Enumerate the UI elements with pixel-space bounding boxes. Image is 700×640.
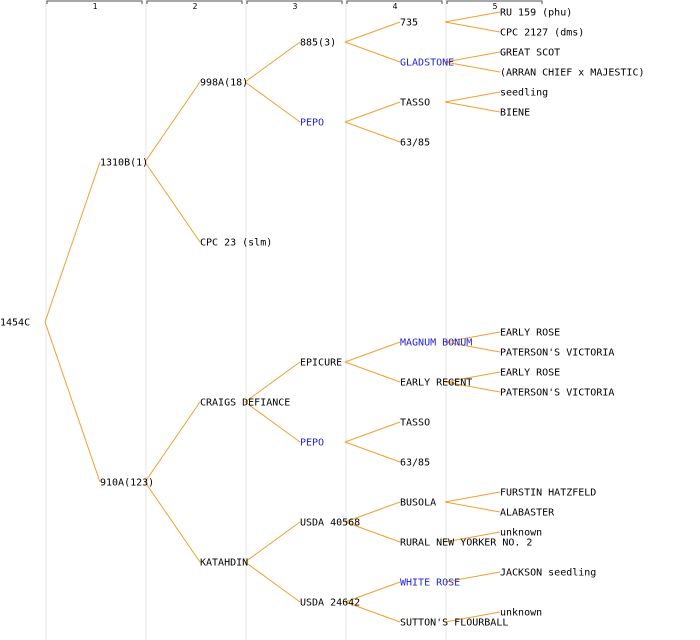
node-n21: BUSOLA bbox=[400, 498, 436, 509]
edge-n15-n30 bbox=[444, 101, 501, 113]
node-n11: USDA 40568 bbox=[300, 518, 360, 529]
node-n1: 1310B(1) bbox=[100, 158, 148, 169]
edge-n12-n24 bbox=[344, 601, 401, 623]
node-n9: EPICURE bbox=[300, 358, 342, 369]
edge-n12-n23 bbox=[344, 581, 401, 603]
edge-n13-n25 bbox=[444, 11, 501, 23]
node-n33: EARLY ROSE bbox=[500, 368, 560, 379]
edge-n6-n11 bbox=[244, 521, 301, 563]
edge-n17-n31 bbox=[444, 331, 501, 343]
edge-n10-n19 bbox=[344, 421, 401, 443]
edge-n1-n4 bbox=[144, 161, 201, 243]
generation-label: 3 bbox=[293, 2, 298, 11]
generation-bracket bbox=[246, 0, 343, 4]
node-n7: 885(3) bbox=[300, 38, 336, 49]
node-n23[interactable]: WHITE ROSE bbox=[400, 578, 460, 589]
node-n19: TASSO bbox=[400, 418, 430, 429]
edge-n2-n5 bbox=[144, 401, 201, 483]
generation-bracket bbox=[346, 0, 443, 4]
edge-n5-n10 bbox=[244, 401, 301, 443]
node-n6: KATAHDIN bbox=[200, 558, 248, 569]
generation-label: 4 bbox=[393, 2, 398, 11]
generation-ruler: 1 2 3 4 5 bbox=[46, 0, 543, 11]
node-n5: CRAIGS DEFIANCE bbox=[200, 398, 290, 409]
edge-n17-n32 bbox=[444, 341, 501, 353]
edge-n21-n35 bbox=[444, 491, 501, 503]
edge-n9-n18 bbox=[344, 361, 401, 383]
node-n24: SUTTON'S FLOURBALL bbox=[400, 618, 508, 629]
edge-n1-n3 bbox=[144, 81, 201, 163]
tree-nodes: 1454C 1310B(1) 910A(123) 998A(18) CPC 23 (sl… bbox=[0, 8, 645, 629]
node-n12: USDA 24642 bbox=[300, 598, 360, 609]
node-n17[interactable]: MAGNUM BONUM bbox=[400, 338, 472, 349]
edge-n21-n36 bbox=[444, 501, 501, 513]
node-n39: unknown bbox=[500, 608, 542, 619]
edge-n10-n20 bbox=[344, 441, 401, 463]
edge-n9-n17 bbox=[344, 341, 401, 363]
node-n28: (ARRAN CHIEF x MAJESTIC) bbox=[500, 68, 645, 79]
edge-n14-n27 bbox=[444, 51, 501, 63]
edge-n5-n9 bbox=[244, 361, 301, 403]
edge-n8-n15 bbox=[344, 101, 401, 123]
edge-n22-n37 bbox=[444, 531, 501, 543]
node-n2: 910A(123) bbox=[100, 478, 154, 489]
edge-n18-n33 bbox=[444, 371, 501, 383]
edge-n15-n29 bbox=[444, 91, 501, 103]
node-n8[interactable]: PEPO bbox=[300, 118, 324, 129]
edge-n7-n13 bbox=[344, 21, 401, 43]
edge-n13-n26 bbox=[444, 21, 501, 33]
edge-n3-n8 bbox=[244, 81, 301, 123]
node-n20: 63/85 bbox=[400, 458, 430, 469]
node-n16: 63/85 bbox=[400, 138, 430, 149]
tree-edges bbox=[44, 11, 501, 623]
node-n38: JACKSON seedling bbox=[500, 568, 596, 579]
generation-label: 2 bbox=[193, 2, 198, 11]
node-n10[interactable]: PEPO bbox=[300, 438, 324, 449]
generation-label: 1 bbox=[93, 2, 98, 11]
edge-n8-n16 bbox=[344, 121, 401, 143]
node-n15: TASSO bbox=[400, 98, 430, 109]
edge-n0-n2 bbox=[44, 321, 101, 483]
node-n31: EARLY ROSE bbox=[500, 328, 560, 339]
node-n26: CPC 2127 (dms) bbox=[500, 28, 584, 39]
edge-n2-n6 bbox=[144, 481, 201, 563]
node-n0: 1454C bbox=[0, 318, 30, 329]
node-n30: BIENE bbox=[500, 108, 530, 119]
node-n35: FURSTIN HATZFELD bbox=[500, 488, 596, 499]
edge-n6-n12 bbox=[244, 561, 301, 603]
node-n3: 998A(18) bbox=[200, 78, 248, 89]
edge-n14-n28 bbox=[444, 61, 501, 73]
edge-n3-n7 bbox=[244, 41, 301, 83]
edge-n11-n22 bbox=[344, 521, 401, 543]
node-n32: PATERSON'S VICTORIA bbox=[500, 348, 614, 359]
node-n34: PATERSON'S VICTORIA bbox=[500, 388, 614, 399]
generation-bracket bbox=[46, 0, 143, 4]
node-n36: ALABASTER bbox=[500, 508, 555, 519]
node-n37: unknown bbox=[500, 528, 542, 539]
column-guides bbox=[45, 0, 447, 640]
node-n22: RURAL NEW YORKER NO. 2 bbox=[400, 538, 532, 549]
generation-label: 5 bbox=[493, 2, 498, 11]
node-n4: CPC 23 (slm) bbox=[200, 238, 272, 249]
node-n18: EARLY REGENT bbox=[400, 378, 472, 389]
node-n29: seedling bbox=[500, 88, 548, 99]
generation-bracket bbox=[146, 0, 243, 4]
node-n14[interactable]: GLADSTONE bbox=[400, 58, 454, 69]
edge-n18-n34 bbox=[444, 381, 501, 393]
generation-bracket bbox=[446, 0, 543, 4]
node-n13: 735 bbox=[400, 18, 418, 29]
edge-n11-n21 bbox=[344, 501, 401, 523]
node-n27: GREAT SCOT bbox=[500, 48, 560, 59]
edge-n0-n1 bbox=[44, 161, 101, 323]
node-n25: RU 159 (phu) bbox=[500, 8, 572, 19]
edge-n7-n14 bbox=[344, 41, 401, 63]
edge-n24-n39 bbox=[444, 611, 501, 623]
edge-n23-n38 bbox=[444, 571, 501, 583]
